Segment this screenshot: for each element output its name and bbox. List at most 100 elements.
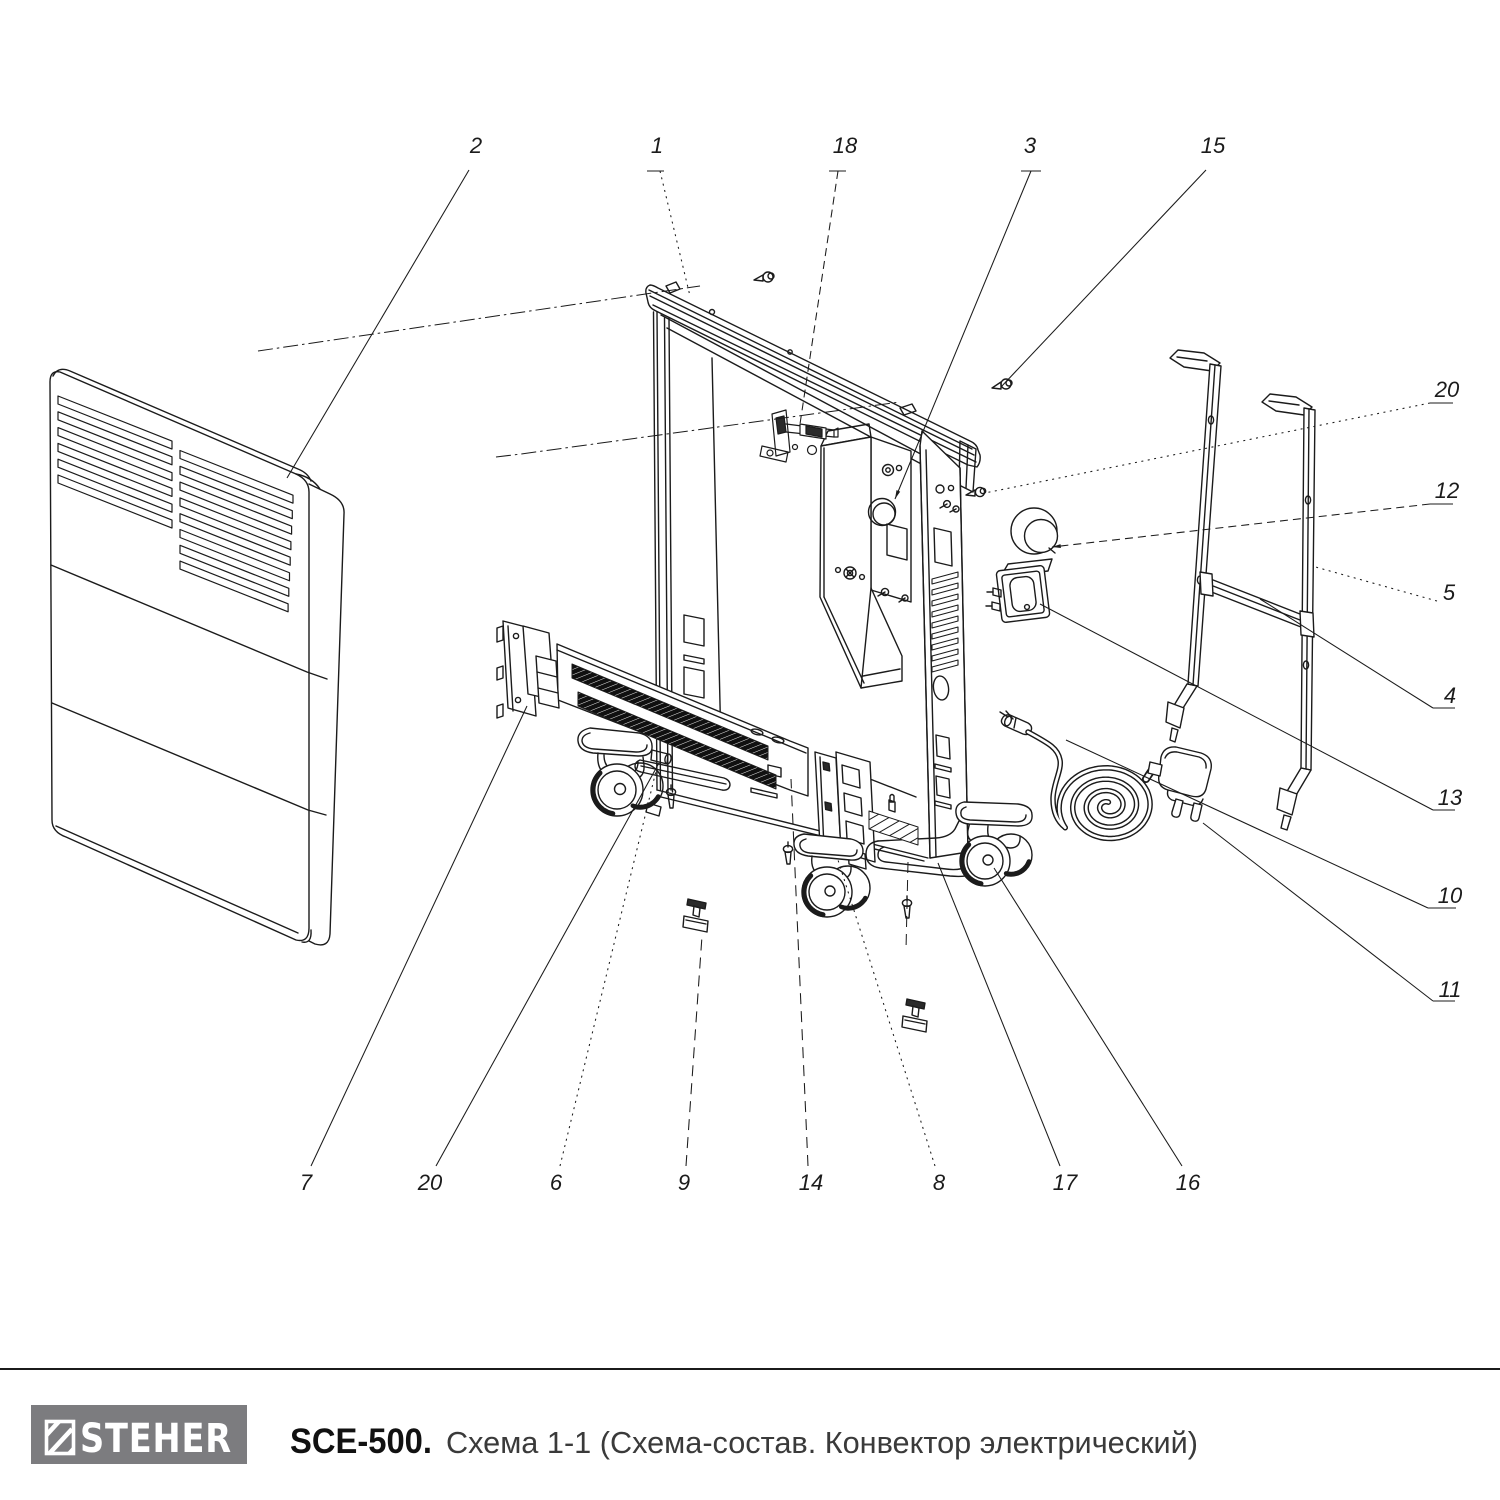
screw-top — [753, 271, 775, 283]
front-panel-shape — [51, 702, 327, 816]
bracket-crossbar-shape — [1208, 590, 1307, 630]
screw-bottom-mid — [782, 841, 794, 865]
louver-slat — [179, 528, 291, 582]
control-box-shape — [846, 569, 854, 577]
element-left-bracket-shape — [496, 625, 504, 643]
louver-slat — [57, 458, 173, 513]
vent-slat — [931, 659, 959, 673]
cord-connector-shape — [1013, 717, 1017, 729]
louver-slat — [179, 544, 290, 597]
brand-logo-glyph-shape — [48, 1423, 61, 1437]
wheel-rim-arc — [838, 895, 868, 911]
power-plug-shape — [1147, 761, 1163, 777]
bracket-crossbar-shape — [1299, 610, 1315, 638]
vent-slat — [931, 571, 959, 585]
cable-clip-right-shape — [905, 998, 926, 1010]
element-left-bracket-shape — [537, 687, 559, 694]
control-box-shape — [834, 566, 842, 574]
leader-line-11 — [1202, 822, 1434, 1002]
thermostat-bracket-shape — [771, 409, 791, 457]
bracket-crossbar-shape — [1207, 577, 1306, 617]
rocker-switch-shape — [1009, 575, 1037, 613]
louver-slat — [57, 395, 173, 450]
screw-15-shape — [991, 381, 1002, 390]
wall-bracket-left — [1165, 349, 1222, 743]
brand-logo-glyph — [44, 1419, 76, 1456]
callout-label-11: 11 — [1439, 977, 1462, 1002]
left-stand-caster-shape — [581, 732, 648, 753]
column-screws-shape — [939, 503, 948, 509]
vent-slat — [931, 593, 959, 607]
callout-label-12: 12 — [1435, 478, 1459, 503]
footer-model: SCE-500. — [290, 1422, 432, 1461]
rocker-switch-shape — [985, 591, 994, 607]
vent-slat — [931, 615, 959, 629]
cable-clip-right-shape — [911, 1005, 920, 1018]
front-panel-shape — [301, 929, 312, 943]
back-frame-shape — [660, 314, 931, 460]
wall-bracket-right — [1261, 393, 1316, 831]
power-plug-shape — [1171, 798, 1184, 818]
right-stand-shape — [877, 846, 968, 871]
leader-line-17 — [937, 862, 1061, 1167]
axis-line — [905, 861, 909, 951]
leader-line-2 — [286, 169, 470, 479]
callout-label-9: 9 — [678, 1170, 690, 1195]
louver-slat — [57, 474, 173, 529]
cord-connector — [999, 710, 1033, 736]
wall-bracket-right-shape — [1305, 408, 1310, 770]
top-rail-shape — [645, 284, 981, 468]
axis-line — [495, 401, 901, 458]
side-column-shape — [925, 449, 937, 858]
element-left-bracket-shape — [536, 671, 558, 678]
element-left-bracket-shape — [514, 696, 522, 704]
cable-clip-right-shape — [904, 1019, 926, 1025]
right-stand-shape — [889, 793, 895, 803]
control-box-shape — [862, 668, 901, 677]
center-caster-shape — [808, 873, 846, 911]
cord-connector-shape — [1000, 714, 1033, 736]
element-right-bracket-shape — [835, 751, 876, 863]
vent-slat — [931, 648, 959, 662]
leader-arrow-12 — [1052, 544, 1061, 548]
leader-line-7 — [310, 705, 528, 1167]
screws — [665, 271, 1013, 919]
vent-slat — [931, 604, 959, 618]
footer-subtitle: Схема 1-1 (Схема-состав. Конвектор элект… — [446, 1425, 1198, 1460]
right-stand-shape — [960, 806, 1027, 823]
right-stand-shape — [955, 801, 1033, 827]
left-stand-caster-shape — [613, 782, 627, 796]
side-column-shape — [935, 775, 951, 799]
callout-label-18: 18 — [833, 133, 858, 158]
back-frame-shape — [660, 796, 925, 862]
leader-line-12 — [1051, 503, 1431, 548]
axis-lines — [257, 285, 909, 951]
control-box-shape — [877, 591, 886, 597]
wall-bracket-right-shape — [1304, 495, 1312, 505]
front-panel — [49, 368, 345, 946]
leader-line-16 — [993, 867, 1183, 1167]
element-left-bracket — [496, 620, 560, 719]
vent-slat — [931, 626, 959, 640]
callout-label-15: 15 — [1201, 133, 1226, 158]
thermostat-bracket-shape — [805, 425, 823, 438]
back-frame-shape — [711, 357, 722, 748]
wall-bracket-right-shape — [1280, 814, 1292, 831]
control-box-shape — [823, 596, 865, 684]
control-box-shape — [843, 566, 857, 580]
louver-slat — [179, 497, 292, 551]
leader-line-8 — [837, 859, 936, 1167]
leader-line-14 — [790, 778, 809, 1167]
heating-element-shape — [750, 787, 778, 799]
thermostat-bracket — [759, 409, 839, 463]
power-plug-shape — [1190, 802, 1203, 822]
control-box-shape — [898, 597, 906, 603]
side-column-shape — [932, 675, 950, 701]
heating-element-shape — [767, 764, 782, 778]
side-column-shape — [959, 467, 969, 853]
callout-label-3: 3 — [1024, 133, 1037, 158]
element-left-bracket-shape — [512, 632, 520, 640]
callout-label-20b: 20 — [417, 1170, 443, 1195]
callout-label-8: 8 — [933, 1170, 946, 1195]
control-box-shape — [886, 523, 908, 561]
